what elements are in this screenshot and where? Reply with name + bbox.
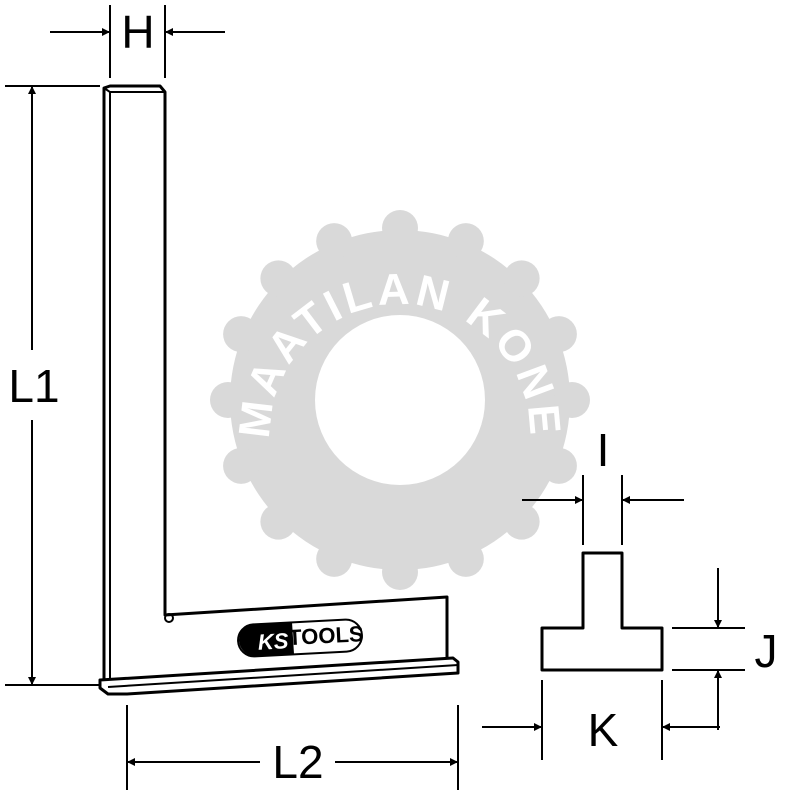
- gear-tooth: [503, 503, 540, 540]
- dimension-i: I: [522, 424, 684, 545]
- gear-tooth: [540, 316, 577, 353]
- label-j: J: [755, 625, 778, 677]
- dimension-l2: L2: [126, 705, 459, 790]
- gear-tooth: [223, 447, 260, 484]
- gear-tooth: [260, 260, 297, 297]
- gear-tooth: [210, 382, 246, 418]
- gear-tooth: [382, 554, 418, 590]
- logo-tools: TOOLS: [288, 621, 365, 650]
- gear-tooth: [316, 223, 353, 260]
- label-k: K: [588, 704, 619, 756]
- label-l1: L1: [8, 360, 59, 412]
- dimension-l1: L1: [5, 85, 100, 686]
- gear-tooth: [503, 260, 540, 297]
- gear-tooth: [316, 540, 353, 577]
- ks-tools-logo: KS TOOLS: [237, 618, 365, 658]
- dimension-h: H: [50, 5, 225, 78]
- dimension-k: K: [482, 680, 720, 760]
- label-l2: L2: [272, 736, 323, 788]
- gear-tooth: [223, 316, 260, 353]
- dimension-j: J: [672, 568, 778, 730]
- gear-tooth: [382, 210, 418, 246]
- label-h: H: [121, 6, 154, 58]
- gear-tooth: [447, 540, 484, 577]
- gear-tooth: [554, 382, 590, 418]
- gear-tooth: [447, 223, 484, 260]
- logo-ks: KS: [257, 628, 289, 655]
- try-square: KS TOOLS: [98, 84, 460, 696]
- gear-tooth: [540, 447, 577, 484]
- gear-tooth: [260, 503, 297, 540]
- watermark-gear: MAATILAN KONE: [210, 210, 590, 590]
- t-profile: [540, 551, 664, 672]
- label-i: I: [597, 424, 610, 476]
